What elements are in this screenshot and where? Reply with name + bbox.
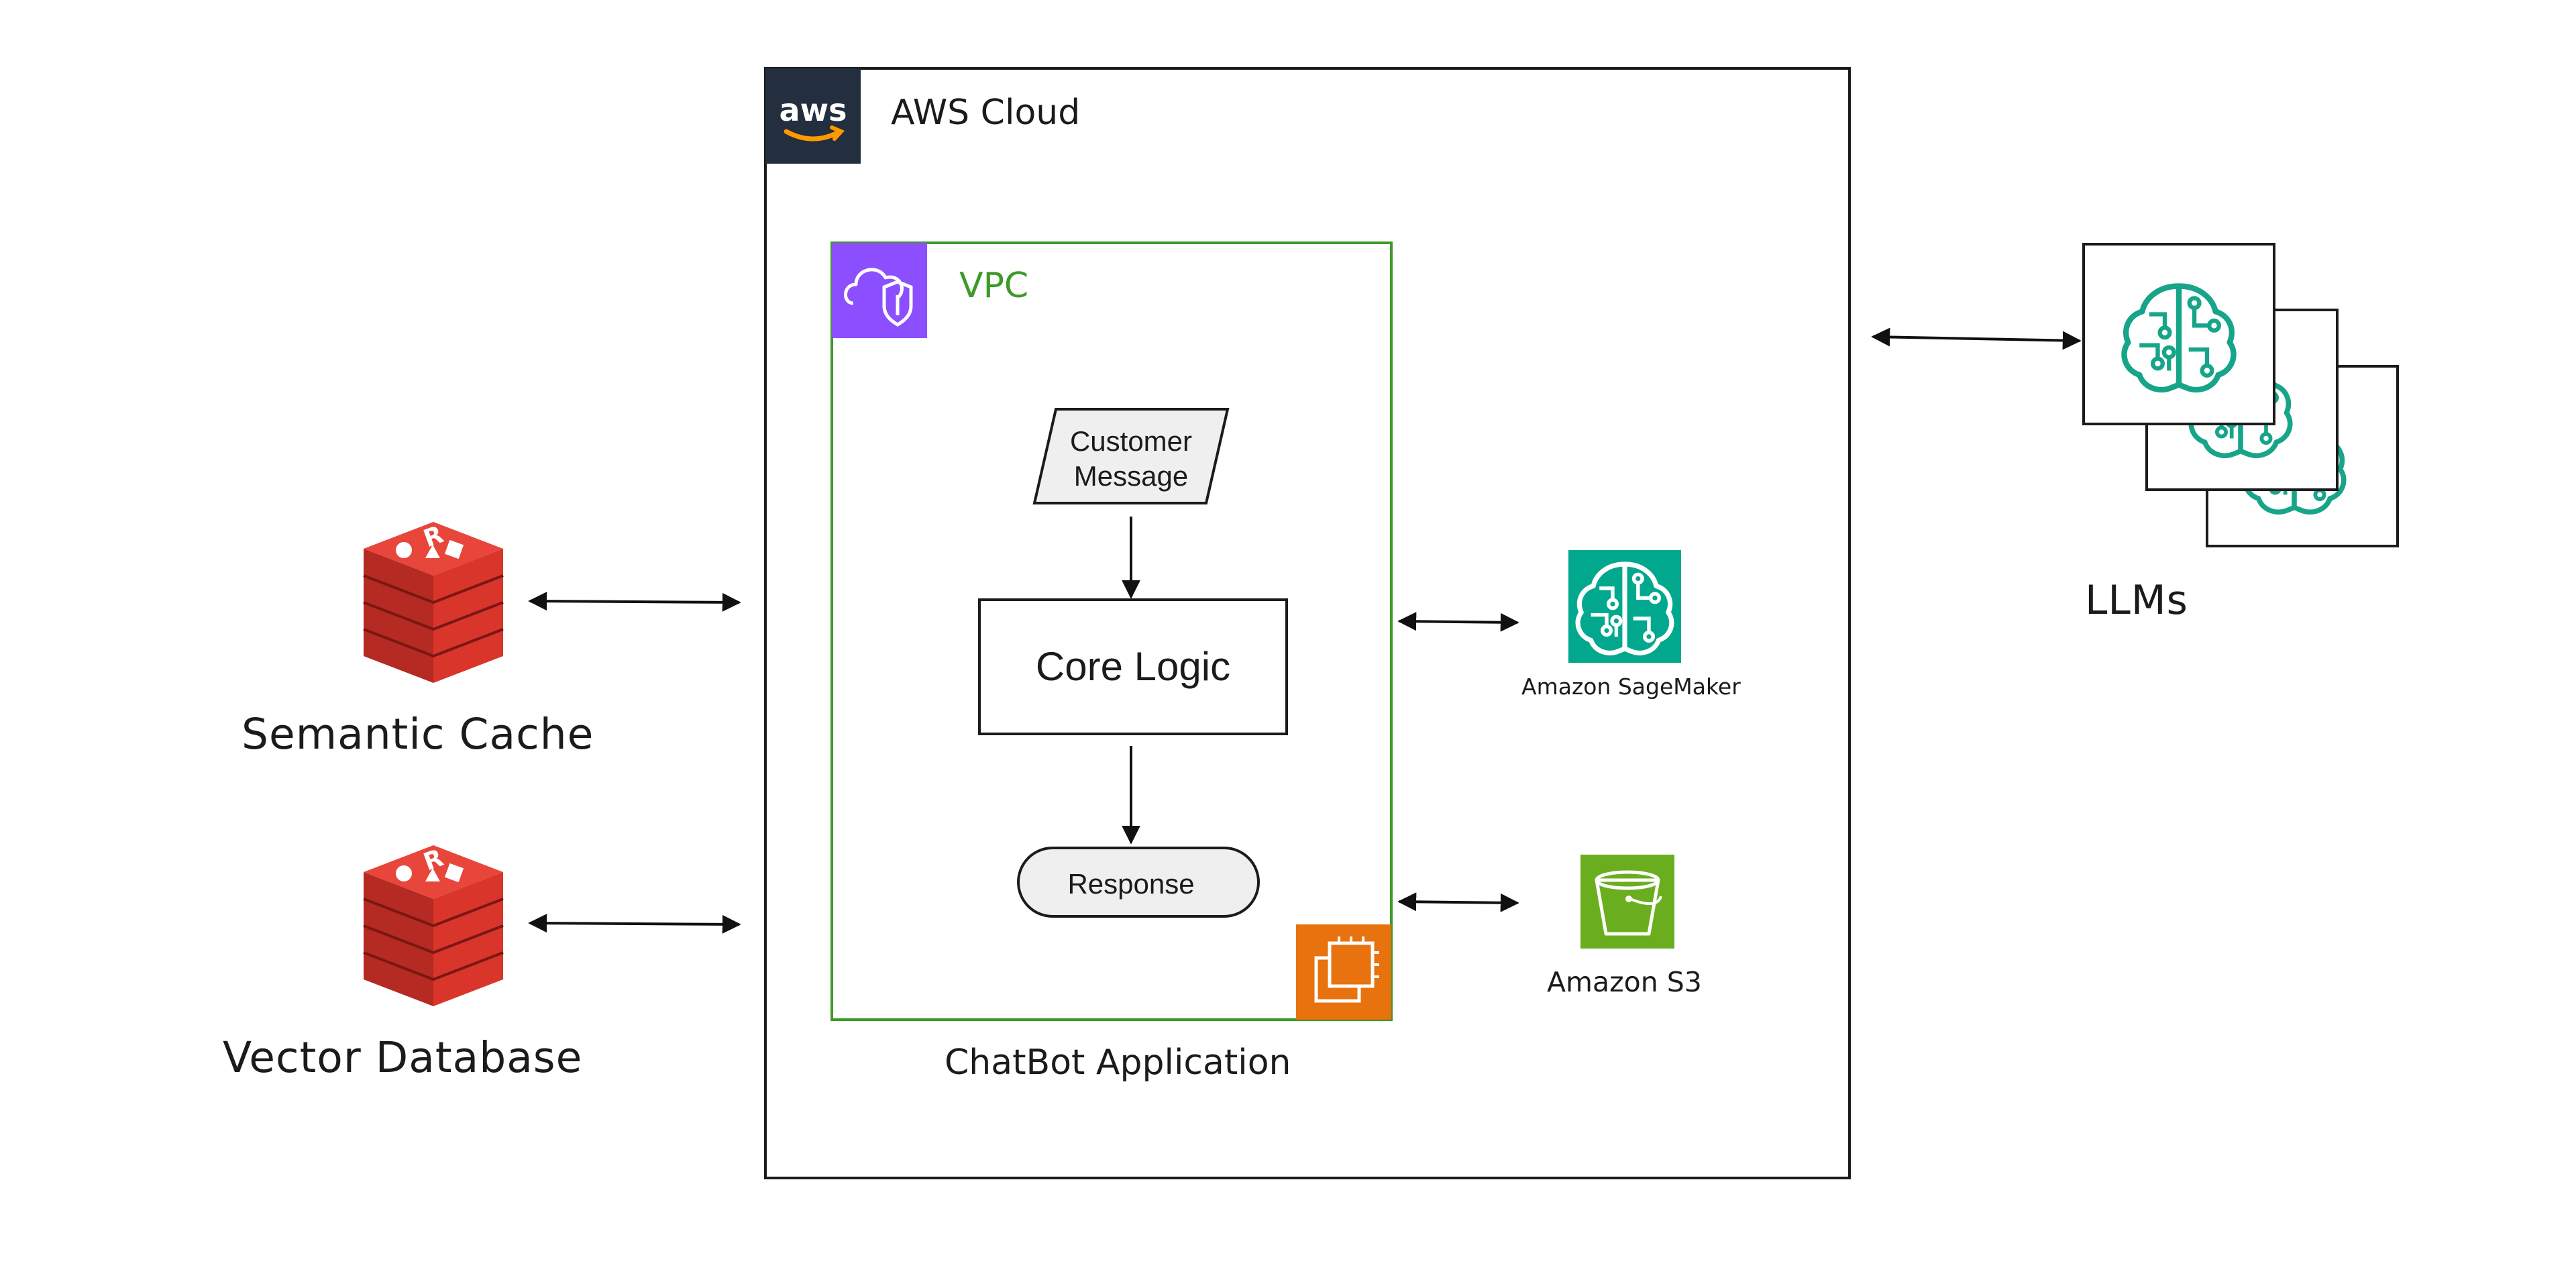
vpc-boundary [830,241,1393,1021]
s3-bucket-icon [1580,855,1674,949]
ec2-instance-icon [1296,924,1391,1020]
llm-stack [2082,243,2399,547]
semantic-cache-redis-icon [362,519,504,684]
cache-to-vpc-arrow [528,592,741,612]
vpc-cloud-shield-icon [832,243,927,338]
response-terminator [1017,847,1260,918]
chatbot-application-title: ChatBot Application [945,1042,1291,1083]
llms-label: LLMs [2085,577,2188,624]
vectordb-to-vpc-arrow [528,914,741,934]
aws-to-llms-arrow [1871,327,2082,350]
s3-label: Amazon S3 [1547,966,1702,998]
vector-database-redis-icon [362,843,504,1008]
customer-message-shape [1032,408,1230,504]
vpc-title: VPC [959,266,1029,306]
customer-message-line1: Customer [1070,425,1192,457]
response-label: Response [1067,868,1194,900]
vector-database-label: Vector Database [223,1033,583,1082]
core-logic-label: Core Logic [1036,644,1230,689]
aws-logo-icon: aws [765,68,861,164]
semantic-cache-label: Semantic Cache [241,710,594,759]
aws-logo-text: aws [780,92,847,128]
vpc-to-s3-arrow [1397,892,1519,912]
sagemaker-label: Amazon SageMaker [1521,674,1741,700]
customer-message-line2: Message [1074,460,1188,492]
aws-cloud-boundary [764,67,1851,1179]
aws-cloud-title: AWS Cloud [891,93,1081,133]
vpc-to-sagemaker-arrow [1397,612,1519,632]
core-logic-box [978,598,1288,735]
sagemaker-brain-icon [1568,550,1681,663]
